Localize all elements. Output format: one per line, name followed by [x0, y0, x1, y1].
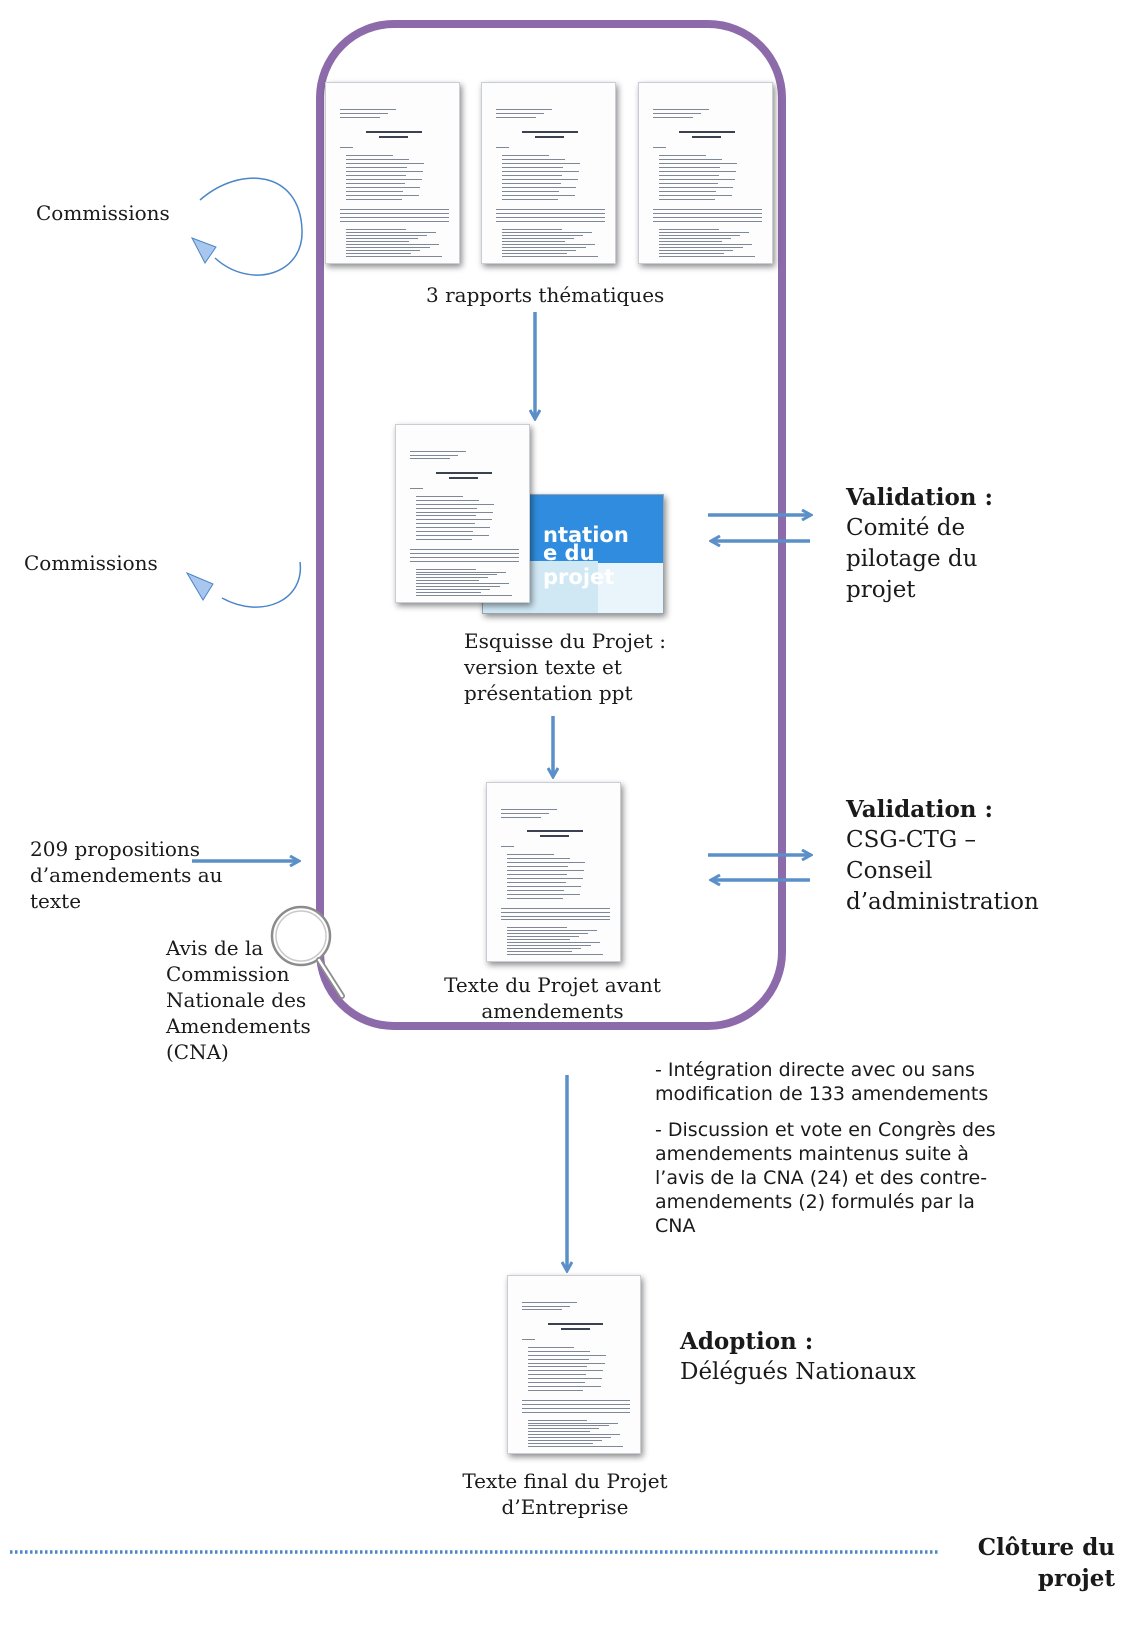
validation-comite: Validation : Comité de pilotage du proje… [846, 484, 994, 603]
texte-avant-label: Texte du Projet avant amendements [444, 973, 661, 1023]
texte-final-document [507, 1275, 641, 1454]
integration-note: - Intégration directe avec ou sans modif… [655, 1059, 989, 1105]
validation-csg: Validation : CSG-CTG – Conseil d’adminis… [846, 796, 1039, 915]
esquisse-label: Esquisse du Projet : version texte et pr… [464, 629, 666, 705]
slide-title-line1: ntation [543, 523, 629, 547]
magnifier-icon [270, 905, 345, 999]
avis-cna-label: Avis de la Commission Nationale des Amen… [166, 936, 311, 1064]
rapports-label: 3 rapports thématiques [426, 283, 665, 307]
report-document-2 [481, 82, 616, 264]
propositions-label: 209 propositions d’amendements au texte [30, 837, 223, 913]
texte-avant-document [486, 782, 621, 962]
commissions-label-top: Commissions [36, 201, 170, 225]
esquisse-document [395, 424, 530, 603]
report-document-1 [325, 82, 460, 264]
slide-title-line2: e du projet [543, 541, 615, 589]
cloture-label: Clôture du projet [977, 1534, 1115, 1592]
loop-arrow-icon-top [190, 177, 303, 276]
discussion-note: - Discussion et vote en Congrès des amen… [655, 1119, 996, 1237]
commissions-label-mid: Commissions [24, 551, 158, 575]
loop-arrow-icon-mid [185, 561, 302, 608]
texte-final-label: Texte final du Projet d’Entreprise [462, 1469, 668, 1519]
adoption-label: Adoption : Délégués Nationaux [680, 1328, 916, 1385]
report-document-3 [638, 82, 773, 264]
